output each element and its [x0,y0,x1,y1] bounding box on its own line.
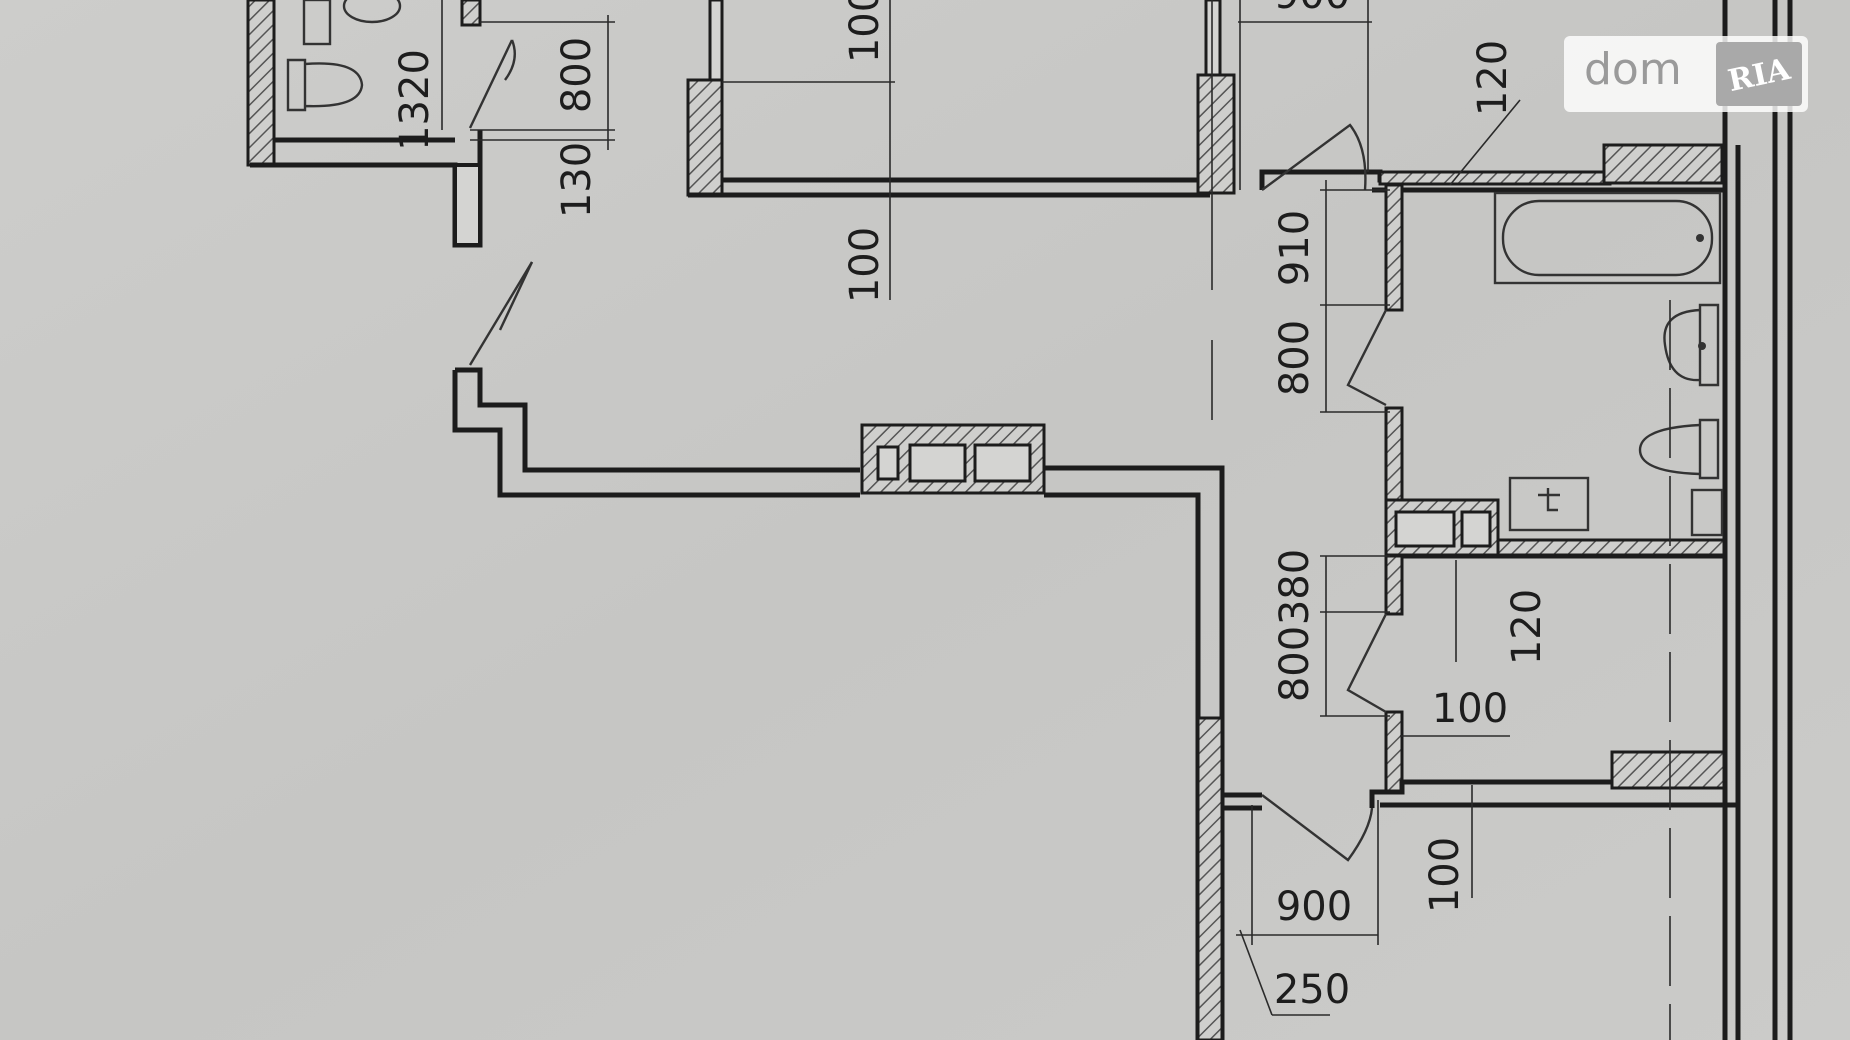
dim-100-upper: 100 [842,0,888,63]
dimension-lines-right [1236,0,1671,1040]
watermark-brand: dom [1584,44,1682,95]
living-room-wall [1044,465,1225,1040]
door-wc [468,39,516,129]
lower-room [1224,554,1738,811]
dim-100-lower: 100 [1432,686,1508,732]
dim-800-lower: 800 [1272,626,1318,702]
dim-100-mid: 100 [842,227,888,303]
doors-right [1261,123,1388,862]
ventilation-block [860,423,1046,495]
dim-1320: 1320 [392,49,438,151]
dim-250: 250 [1274,967,1350,1013]
corridor-walls-left [452,163,860,498]
bathroom [1259,0,1793,1040]
dim-910: 910 [1272,210,1318,286]
top-room [686,0,1236,420]
sink-icon [1698,303,1720,387]
dim-800-top: 800 [554,37,600,113]
watermark-logo-text: RIA [1725,51,1794,100]
ria-logo-icon: RIA [1716,42,1802,106]
bathtub-icon [1493,191,1722,285]
dim-120-lower: 120 [1504,589,1550,665]
dim-900-top: 900 [1274,0,1350,18]
toilet-icon [1698,418,1720,480]
washer-icon [1508,476,1590,532]
dim-900-bottom: 900 [1276,884,1352,930]
bathroom-bottom-wall [1384,498,1726,559]
dim-380: 380 [1272,549,1318,625]
dom-ria-watermark: dom RIA [1564,36,1808,112]
dim-120-top: 120 [1470,40,1516,116]
toilet-icon [286,58,364,112]
dim-130: 130 [554,142,600,218]
dim-800-bath: 800 [1272,320,1318,396]
dim-100-bottom: 100 [1422,837,1468,913]
